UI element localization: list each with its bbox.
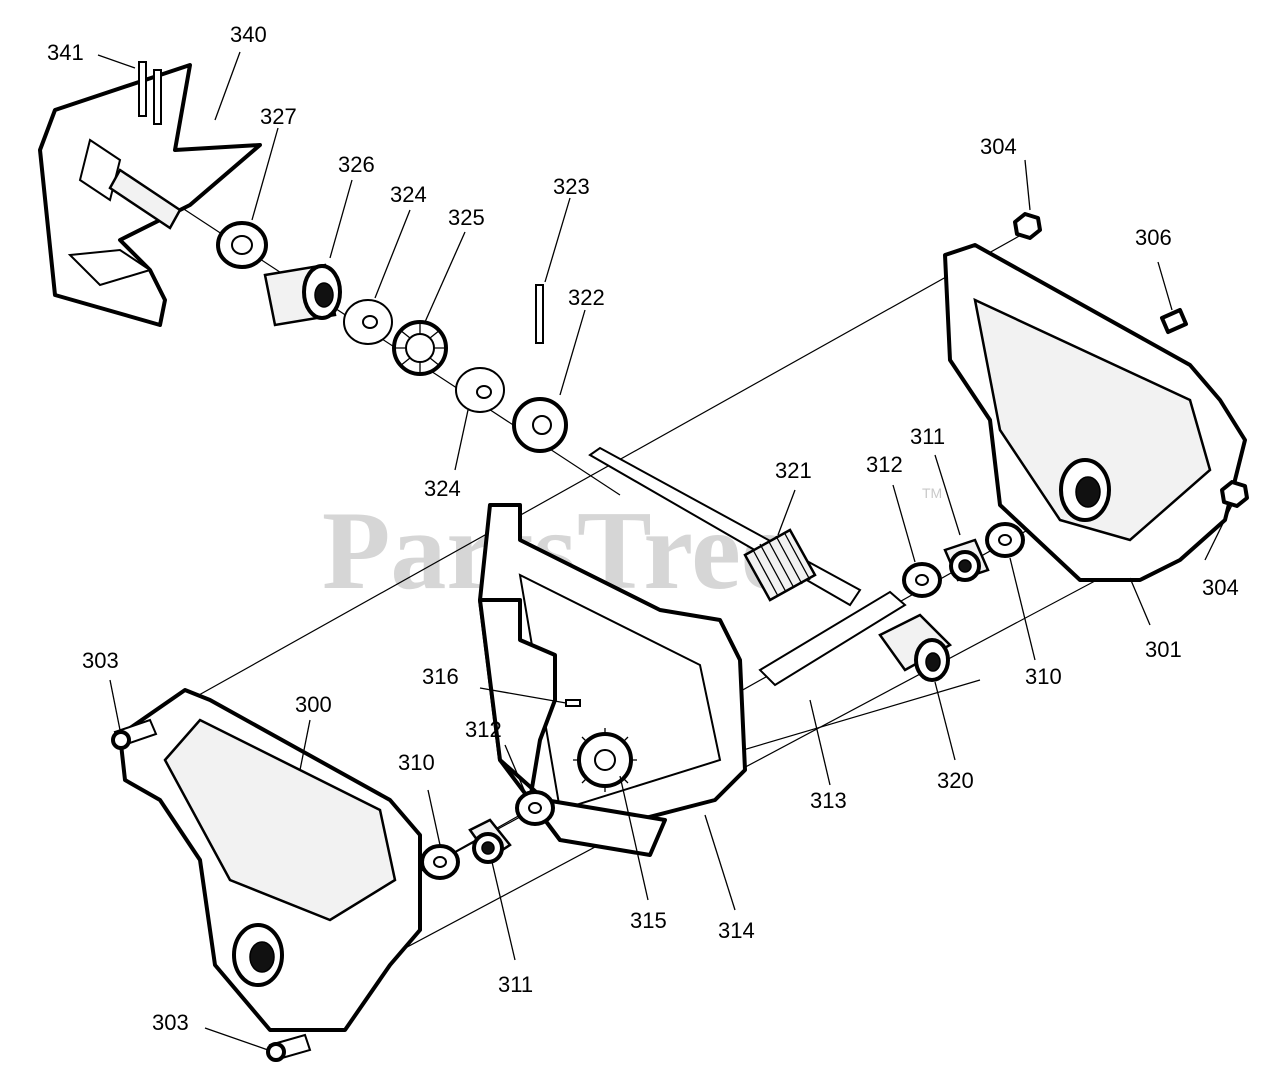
callout-324-upper: 324 — [390, 182, 427, 207]
callout-326: 326 — [338, 152, 375, 177]
callout-312-right: 312 — [866, 452, 903, 477]
callout-325: 325 — [448, 205, 485, 230]
callout-304-lower: 304 — [1202, 575, 1239, 600]
callout-320: 320 — [937, 768, 974, 793]
part-341-pins — [138, 61, 162, 125]
part-304-nut-upper — [1013, 212, 1042, 240]
part-340-chute-deflector — [38, 63, 262, 327]
callout-324-lower: 324 — [424, 476, 461, 501]
callout-312-left: 312 — [465, 717, 502, 742]
callout-303-upper: 303 — [82, 648, 119, 673]
part-304-nut-lower — [1220, 480, 1249, 508]
callout-322: 322 — [568, 285, 605, 310]
part-324-washer-lower — [455, 367, 505, 413]
callout-labels: 341 340 327 326 324 325 323 322 324 304 … — [47, 22, 1239, 1035]
callout-315: 315 — [630, 908, 667, 933]
part-325-thrust-bearing — [392, 320, 448, 376]
callout-leader-lines — [97, 51, 1233, 1051]
callout-304-upper: 304 — [980, 134, 1017, 159]
watermark-trademark: TM — [922, 485, 942, 501]
part-322-collar — [512, 397, 568, 453]
part-301-right-housing — [943, 243, 1247, 582]
callout-323: 323 — [553, 174, 590, 199]
part-323-pin — [535, 284, 544, 344]
part-311-bushing-right — [943, 538, 990, 582]
part-311-bushing-left — [468, 818, 512, 864]
callout-310-left: 310 — [398, 750, 435, 775]
part-310-washer-left — [420, 844, 460, 880]
callout-303-lower: 303 — [152, 1010, 189, 1035]
part-316-key — [565, 699, 581, 707]
part-310-washer-right — [985, 522, 1025, 558]
part-324-washer-upper — [343, 299, 393, 345]
callout-313: 313 — [810, 788, 847, 813]
part-315-gear — [573, 728, 637, 792]
part-321-worm-shaft — [588, 446, 862, 607]
callout-314: 314 — [718, 918, 755, 943]
callout-321: 321 — [775, 458, 812, 483]
callout-306: 306 — [1135, 225, 1172, 250]
part-306-fitting — [1160, 308, 1188, 334]
part-313-shaft — [758, 590, 907, 687]
callout-300: 300 — [295, 692, 332, 717]
part-326-bushing — [263, 263, 342, 327]
part-320-bushing — [878, 613, 953, 682]
callout-327: 327 — [260, 104, 297, 129]
part-303-bolt-upper — [111, 718, 158, 750]
part-303-bolt-lower — [266, 1033, 312, 1062]
callout-311-left: 311 — [498, 972, 533, 997]
callout-301: 301 — [1145, 637, 1182, 662]
part-312-washer-right — [902, 562, 942, 598]
part-312-washer-left — [515, 790, 555, 826]
callout-311-right: 311 — [910, 424, 945, 449]
part-300-left-housing — [118, 688, 422, 1032]
part-327-washer — [216, 221, 268, 269]
callout-310-right: 310 — [1025, 664, 1062, 689]
callout-341: 341 — [47, 40, 84, 65]
callout-316: 316 — [422, 664, 459, 689]
callout-340: 340 — [230, 22, 267, 47]
